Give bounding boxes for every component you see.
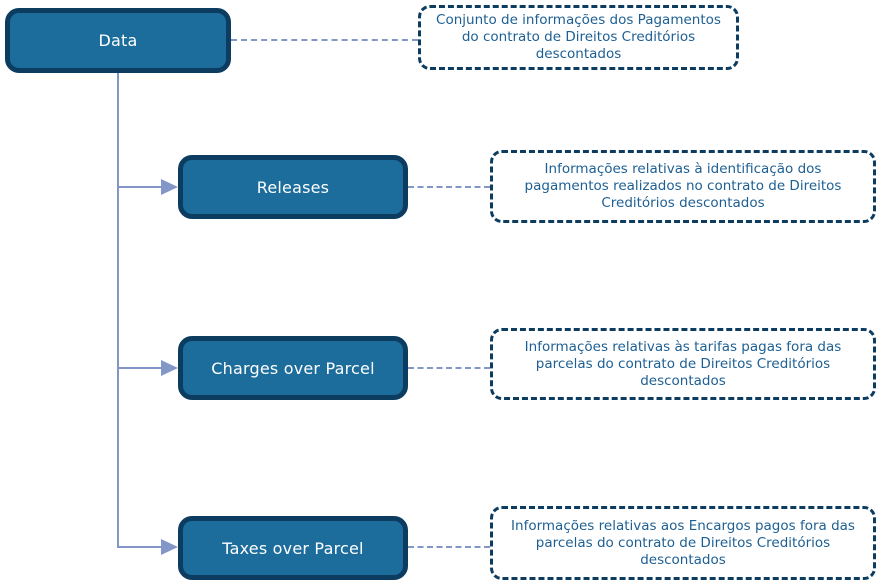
annotation-taxes-over-parcel-text: Informações relativas aos Encargos pagos… xyxy=(511,517,855,568)
annotation-taxes-over-parcel: Informações relativas aos Encargos pagos… xyxy=(490,506,876,580)
annotation-releases-text: Informações relativas à identificação do… xyxy=(524,161,842,211)
annotation-data-text: Conjunto de informações dos Pagamentos d… xyxy=(436,12,721,62)
annotation-data: Conjunto de informações dos Pagamentos d… xyxy=(418,5,739,70)
dashed-link-releases xyxy=(408,186,490,188)
branch-line-charges xyxy=(118,367,164,369)
annotation-releases: Informações relativas à identificação do… xyxy=(490,150,876,223)
annotation-charges-over-parcel: Informações relativas às tarifas pagas f… xyxy=(490,328,876,400)
dashed-link-root xyxy=(231,39,418,41)
node-releases[interactable]: Releases xyxy=(178,155,408,219)
node-charges-over-parcel-label: Charges over Parcel xyxy=(211,358,375,378)
tree-vertical-line xyxy=(117,73,119,548)
branch-line-taxes xyxy=(118,546,164,548)
dashed-link-taxes xyxy=(408,546,490,548)
dashed-link-charges xyxy=(408,367,490,369)
node-taxes-over-parcel[interactable]: Taxes over Parcel xyxy=(178,516,408,580)
branch-line-releases xyxy=(118,186,164,188)
node-data-label: Data xyxy=(98,31,138,50)
node-charges-over-parcel[interactable]: Charges over Parcel xyxy=(178,336,408,400)
node-taxes-over-parcel-label: Taxes over Parcel xyxy=(222,538,364,558)
arrow-icon-taxes xyxy=(161,539,178,555)
arrow-icon-releases xyxy=(161,179,178,195)
node-releases-label: Releases xyxy=(256,177,330,197)
arrow-icon-charges xyxy=(161,360,178,376)
node-data[interactable]: Data xyxy=(5,8,231,73)
annotation-charges-over-parcel-text: Informações relativas às tarifas pagas f… xyxy=(524,338,842,389)
